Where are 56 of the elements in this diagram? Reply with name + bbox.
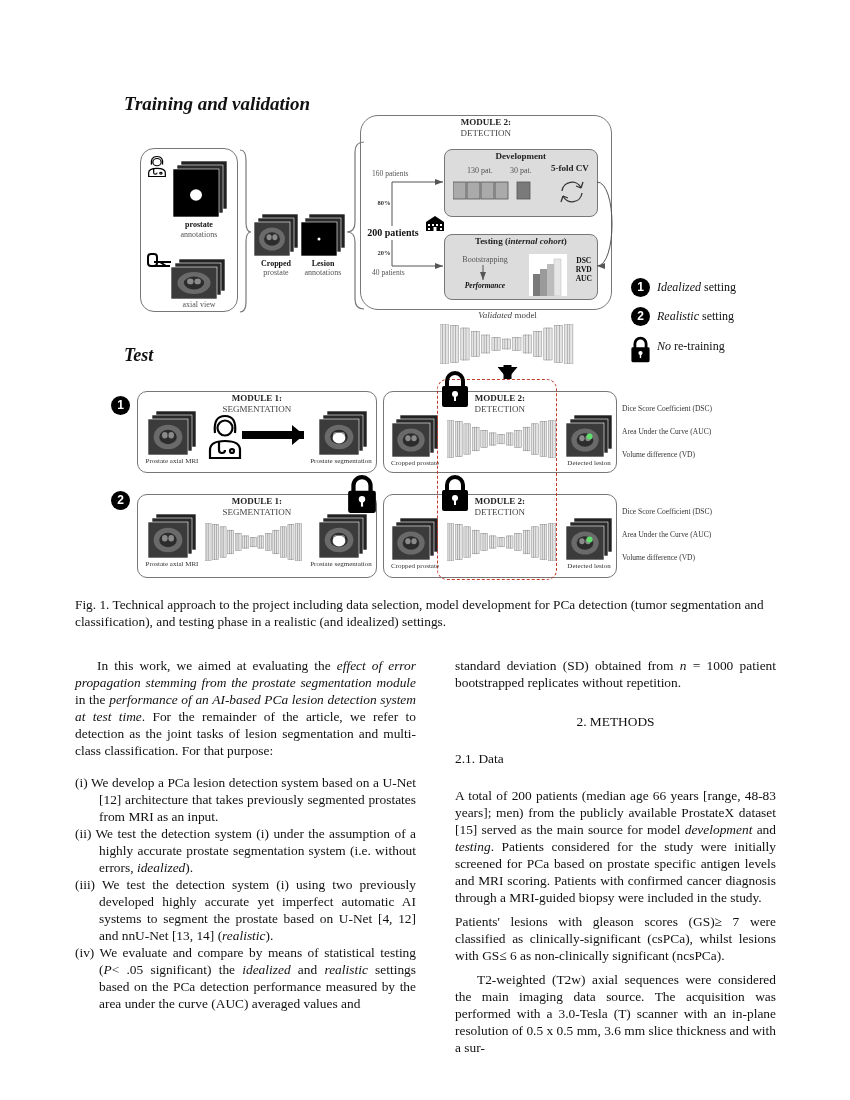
paragraph: Patients' lesions with gleason scores (GS)≥ 7 were classified as clinically-significant (csPCa), whilst lesions with GS≤ 6 as non-clinically significant (ncsPCa). xyxy=(455,913,776,964)
panel-heading: MODULE 1: xyxy=(230,393,283,404)
number-badge: 2 xyxy=(111,491,130,510)
module-panel xyxy=(137,391,377,473)
paragraph: In this work, we aimed at evaluating the effect of error propagation stemming from the prostate segmentation module in the performance of an AI-based PCa lesion detection system at test time. For the remainder of the article, we refer to detection as the joint tasks of lesion segmentation and multi-class classification. For that purpose: xyxy=(75,657,416,759)
panel-heading: DETECTION xyxy=(473,404,527,415)
subsection-heading: 2.1. Data xyxy=(455,750,505,767)
list-item: (ii) We test the detection system (i) under the assumption of a highly accurate prostate segmentation system (i.e. without errors, idealized). xyxy=(75,825,416,876)
arrow xyxy=(596,181,613,267)
section-title: Test xyxy=(124,346,154,366)
list-item: (iv) We evaluate and compare by means of statistical testing (P< .05 significant) the idealized and realistic settings based on the PCa detection performance measured by the area under the curve (AUC) averaged values and xyxy=(75,944,416,1012)
model-label: Validated model xyxy=(477,311,538,321)
number-badge: 2 xyxy=(631,307,650,326)
stage-box xyxy=(444,149,598,217)
arrow xyxy=(391,239,444,269)
panel-heading: Testing (internal cohort) xyxy=(473,236,568,247)
number-badge: 1 xyxy=(111,396,130,415)
section-heading: 2. METHODS xyxy=(575,713,656,730)
image-caption: Lesion xyxy=(310,260,336,269)
list-item: (i) We develop a PCa lesion detection system based on a U-Net [12] architecture that takes previously segmented prostates from MRI as an input. xyxy=(75,774,416,825)
image-caption: Bootstrapping xyxy=(461,256,509,265)
panel-heading: 5-fold CV xyxy=(549,163,590,174)
arrow xyxy=(391,179,444,227)
legend-label: Idealized setting xyxy=(657,281,736,295)
image-caption: Cropped xyxy=(259,260,293,269)
panel-heading: SEGMENTATION xyxy=(221,404,293,415)
image-caption: axial view xyxy=(181,301,217,310)
image-caption: annotations xyxy=(303,269,343,278)
image-caption: prostate xyxy=(262,269,290,278)
arrow xyxy=(480,264,486,281)
data-panel xyxy=(140,148,238,312)
panel-heading: MODULE 2: xyxy=(473,393,526,404)
panel-heading: MODULE 1: xyxy=(230,496,283,507)
image-caption: prostate xyxy=(184,221,214,230)
section-title: Training and validation xyxy=(124,94,311,115)
panel-heading: DETECTION xyxy=(473,507,527,518)
legend-label: No re-training xyxy=(657,340,725,354)
paragraph: standard deviation (SD) obtained from n = 1000 patient bootstrapped replicates without repetition. xyxy=(455,657,776,691)
paragraph: A total of 200 patients (median age 66 years [range, 48-83 years]; men) from the publicly available ProstateX dataset [15] served as the main source for model development and testing. Patients considered for the study were initially screened for PCa based on prostate specific antigen levels and MRI scoring. Patients with confirmed cancer diagnosis through a MRI-guided biopsy were included in the study. xyxy=(455,787,776,906)
panel-heading: DETECTION xyxy=(459,128,513,139)
figure-caption: Fig. 1. Technical approach to the project including data selection, model development for PCa detection (tumor segmentation and classification), and testing phase in a realistic (and idealized) settings. xyxy=(75,596,765,630)
image-caption: 30 pat. xyxy=(508,166,533,176)
panel-heading: SEGMENTATION xyxy=(221,507,293,518)
stage-box xyxy=(444,234,598,300)
image-caption: annotations xyxy=(179,231,219,240)
image-caption: 130 pat. xyxy=(465,166,494,176)
cohort-label: 200 patients xyxy=(366,227,420,238)
panel-heading: MODULE 2: xyxy=(459,117,512,128)
module-panel xyxy=(137,494,377,578)
paragraph: T2-weighted (T2w) axial sequences were considered the main imaging data source. The acquisition was performed with a 3.0-Tesla (T) scanner with an in-plane resolution of 0.5 x 0.5 mm, 3.6 mm slice thickness and with a sur- xyxy=(455,971,776,1056)
panel-heading: MODULE 2: xyxy=(473,496,526,507)
module-panel xyxy=(360,115,612,310)
list-item: (iii) We test the detection system (i) using two previously developed highly accurate yet imperfect automatic AI systems to segment the prostate based on U-Net [4, 12] and nnU-Net [13, 14] (realistic). xyxy=(75,876,416,944)
number-badge: 1 xyxy=(631,278,650,297)
legend-label: Realistic setting xyxy=(657,310,734,324)
panel-heading: Development xyxy=(494,151,548,162)
